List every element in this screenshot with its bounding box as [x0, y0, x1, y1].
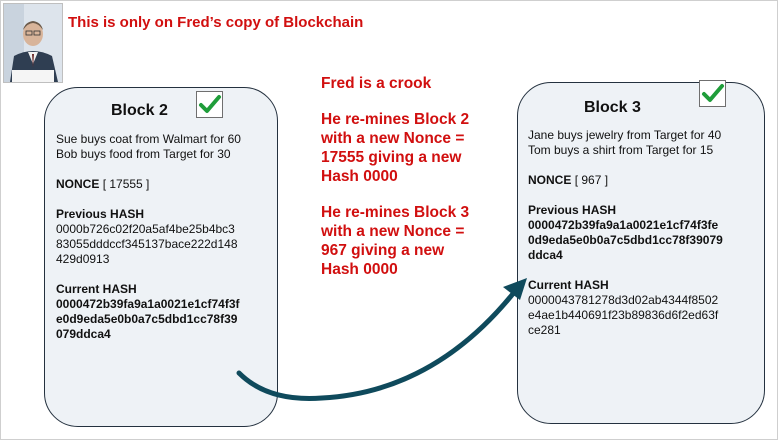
previous-hash-line: ddca4	[528, 248, 723, 263]
current-hash-line: 079ddca4	[56, 327, 241, 342]
current-hash-line: e4ae1b440691f23b89836d6f2ed63f	[528, 308, 723, 323]
previous-hash-label: Previous HASH	[528, 203, 723, 218]
nonce-value: [ 967 ]	[575, 173, 608, 187]
current-hash-line: e0d9eda5e0b0a7c5dbd1cc78f39	[56, 312, 241, 327]
slide-heading: This is only on Fred’s copy of Blockchai…	[68, 14, 363, 31]
nonce-value: [ 17555 ]	[103, 177, 150, 191]
story-line: Hash 0000	[321, 260, 501, 279]
story-line: He re-mines Block 2	[321, 110, 501, 129]
story-title: Fred is a crook	[321, 74, 501, 93]
block-3-content: Jane buys jewelry from Target for 40 Tom…	[528, 128, 723, 338]
transaction-line: Sue buys coat from Walmart for 60	[56, 132, 241, 147]
check-icon	[699, 80, 726, 107]
previous-hash-line: 0000472b39fa9a1a0021e1cf74f3fe	[528, 218, 723, 233]
person-photo	[3, 3, 63, 83]
previous-hash-line: 83055dddccf345137bace222d148	[56, 237, 241, 252]
current-hash-line: 0000043781278d3d02ab4344f8502	[528, 293, 723, 308]
current-hash-line: ce281	[528, 323, 723, 338]
previous-hash-line: 0d9eda5e0b0a7c5dbd1cc78f39079	[528, 233, 723, 248]
story-line: with a new Nonce =	[321, 222, 501, 241]
story-line: Hash 0000	[321, 167, 501, 186]
story-step-2: He re-mines Block 3 with a new Nonce = 9…	[321, 203, 501, 279]
story-line: with a new Nonce =	[321, 129, 501, 148]
nonce-label: NONCE	[528, 173, 571, 187]
previous-hash-line: 429d0913	[56, 252, 241, 267]
current-hash-line: 0000472b39fa9a1a0021e1cf74f3f	[56, 297, 241, 312]
check-icon	[196, 91, 223, 118]
block-3-card: Block 3 Jane buys jewelry from Target fo…	[517, 82, 765, 424]
story-line: 967 giving a new	[321, 241, 501, 260]
story-line: He re-mines Block 3	[321, 203, 501, 222]
previous-hash-label: Previous HASH	[56, 207, 241, 222]
block-2-title: Block 2	[111, 102, 168, 120]
story-step-1: He re-mines Block 2 with a new Nonce = 1…	[321, 110, 501, 186]
current-hash-label: Current HASH	[528, 278, 723, 293]
transaction-line: Jane buys jewelry from Target for 40	[528, 128, 723, 143]
block-2-content: Sue buys coat from Walmart for 60 Bob bu…	[56, 132, 241, 342]
story-line: 17555 giving a new	[321, 148, 501, 167]
transaction-line: Bob buys food from Target for 30	[56, 147, 241, 162]
story-text: Fred is a crook He re-mines Block 2 with…	[321, 74, 501, 296]
nonce-label: NONCE	[56, 177, 99, 191]
current-hash-label: Current HASH	[56, 282, 241, 297]
block-3-title: Block 3	[584, 99, 641, 117]
previous-hash-line: 0000b726c02f20a5af4be25b4bc3	[56, 222, 241, 237]
transaction-line: Tom buys a shirt from Target for 15	[528, 143, 723, 158]
block-2-card: Block 2 Sue buys coat from Walmart for 6…	[44, 87, 278, 427]
